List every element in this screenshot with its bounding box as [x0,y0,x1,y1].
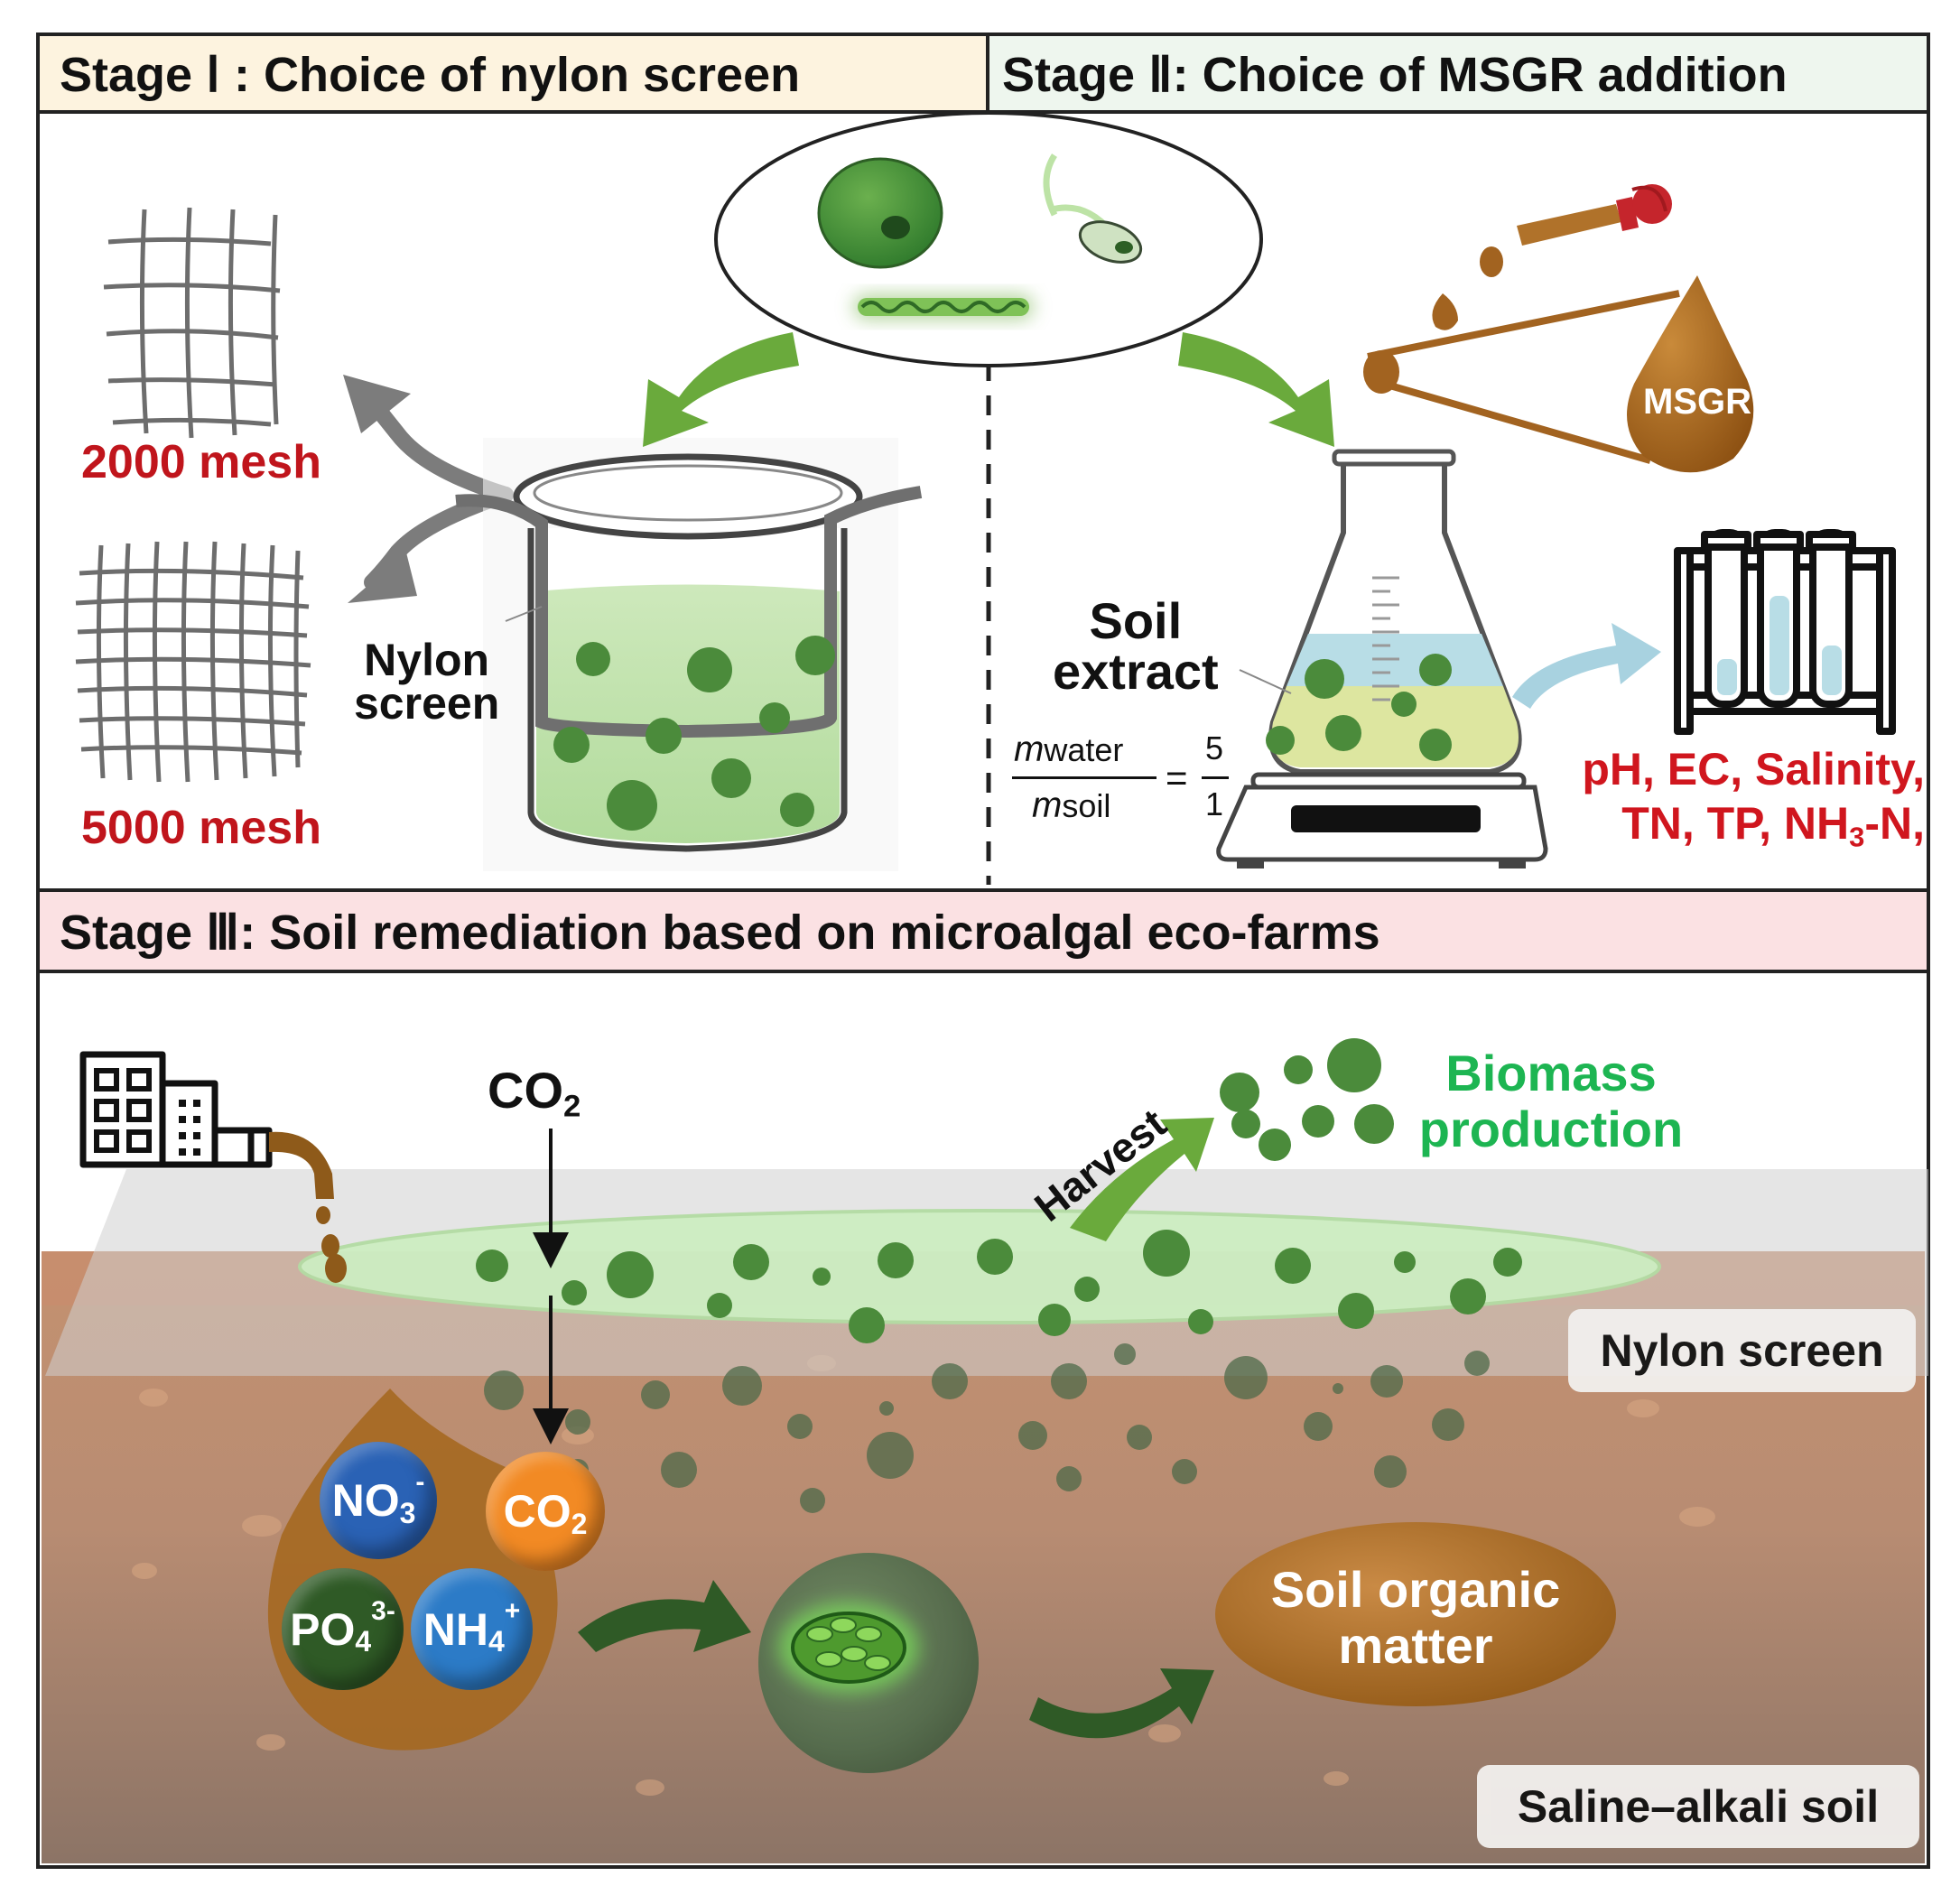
mesh-2000-icon [103,207,281,439]
co2-arrow-base: CO [488,1062,563,1119]
biomass-cluster-icon [1220,1038,1394,1161]
mesh-arrowhead-up [343,375,411,433]
som-line2: matter [1338,1617,1493,1674]
mesh-5000-label: 5000 mesh [81,802,321,854]
arrow-to-stage2 [1178,332,1334,447]
flask-icon [1266,449,1522,775]
biomass-label: Biomass production [1416,1045,1686,1157]
msgr-drip-2 [1432,293,1458,330]
stage2-title: Stage Ⅱ: Choice of MSGR addition [1002,47,1788,102]
algae-particles [476,1230,1522,1513]
co2-arrow-sub: 2 [563,1089,581,1124]
params-line1: pH, EC, Salinity, [1582,744,1925,794]
ratio-denominator-sub: soil [1062,787,1111,824]
soil-organic-matter-badge [1215,1522,1616,1706]
scale-icon [1216,772,1548,869]
no3-sub: 3 [399,1496,416,1529]
measured-params-label: pH, EC, Salinity, TN, TP, NH3-N, [1546,742,1925,865]
nh4-sup: + [504,1595,521,1626]
co2-badge-sub: 2 [571,1507,588,1540]
saline-alkali-soil-tag: Saline–alkali soil [1477,1765,1919,1848]
nylon-screen-line1: Nylon [364,635,490,685]
soil-extract-label: Soil extract [1053,596,1219,697]
factory-windows [94,1068,152,1153]
stage3-title: Stage Ⅲ: Soil remediation based on micro… [60,905,1380,960]
nh4-base: NH [423,1603,488,1655]
ratio-numerator-m: m [1014,729,1045,769]
wastewater-drop-2 [321,1234,339,1258]
conversion-arrow [1029,1668,1214,1739]
ratio-equals: = [1166,757,1188,799]
msgr-label: MSGR [1643,382,1751,422]
biomass-line2: production [1418,1101,1684,1157]
no3-base: NO [331,1475,400,1526]
wastewater-drop-1 [316,1206,330,1224]
harvest-arrow [1070,1118,1214,1241]
nylon-screen-label: Nylon screen [354,635,499,726]
msgr-drop-icon [1627,275,1754,473]
params-line2-sub: 3 [1849,821,1865,853]
nylon-screen-line2: screen [354,678,500,729]
water-soil-ratio: mwater msoil = 5 1 [1007,729,1237,847]
po4-base: PO [290,1603,356,1655]
msgr-magnify-cone [1366,290,1680,464]
no3-sup: - [415,1467,425,1497]
dropper-icon [1517,184,1672,246]
co2-arrow-label: CO2 [488,1062,581,1124]
soil-organic-matter-label: Soil organic matter [1215,1562,1616,1674]
microalgae-species-icon [714,111,1263,367]
uptake-arrow [578,1580,751,1652]
soil-extract-line2: extract [1053,643,1219,700]
mesh-2000-label: 2000 mesh [81,436,321,488]
msgr-drip-1 [1480,246,1503,277]
po4-sub: 4 [355,1625,372,1658]
arrow-to-stage1 [643,332,799,447]
po4-sup: 3- [371,1595,395,1626]
ratio-numerator-sub: water [1044,731,1124,768]
wastewater-drop-3 [325,1254,347,1283]
mesh-5000-icon [75,541,311,783]
analysis-arrow [1512,623,1661,709]
ratio-five: 5 [1205,729,1224,766]
biomass-line1: Biomass [1445,1045,1657,1101]
mesh-arrowhead-down [348,553,417,603]
thylakoid-stacks [806,1617,891,1671]
co2-badge-base: CO [503,1486,571,1537]
stage3-header-bg [36,888,1930,973]
params-line2a: TN, TP, NH [1621,798,1850,849]
nh4-sub: 4 [488,1625,505,1658]
ratio-one: 1 [1205,785,1224,822]
msgr-drop-small [1363,350,1399,394]
som-line1: Soil organic [1270,1561,1561,1618]
wastewater-pipe-icon [269,1131,334,1199]
beaker-icon [455,438,923,871]
stage1-title: Stage Ⅰ : Choice of nylon screen [60,47,801,102]
nylon-screen-tag: Nylon screen [1568,1309,1916,1392]
params-line2b: -N, [1864,798,1925,849]
soil-extract-line1: Soil [1089,592,1183,649]
ratio-denominator-m: m [1032,785,1063,825]
